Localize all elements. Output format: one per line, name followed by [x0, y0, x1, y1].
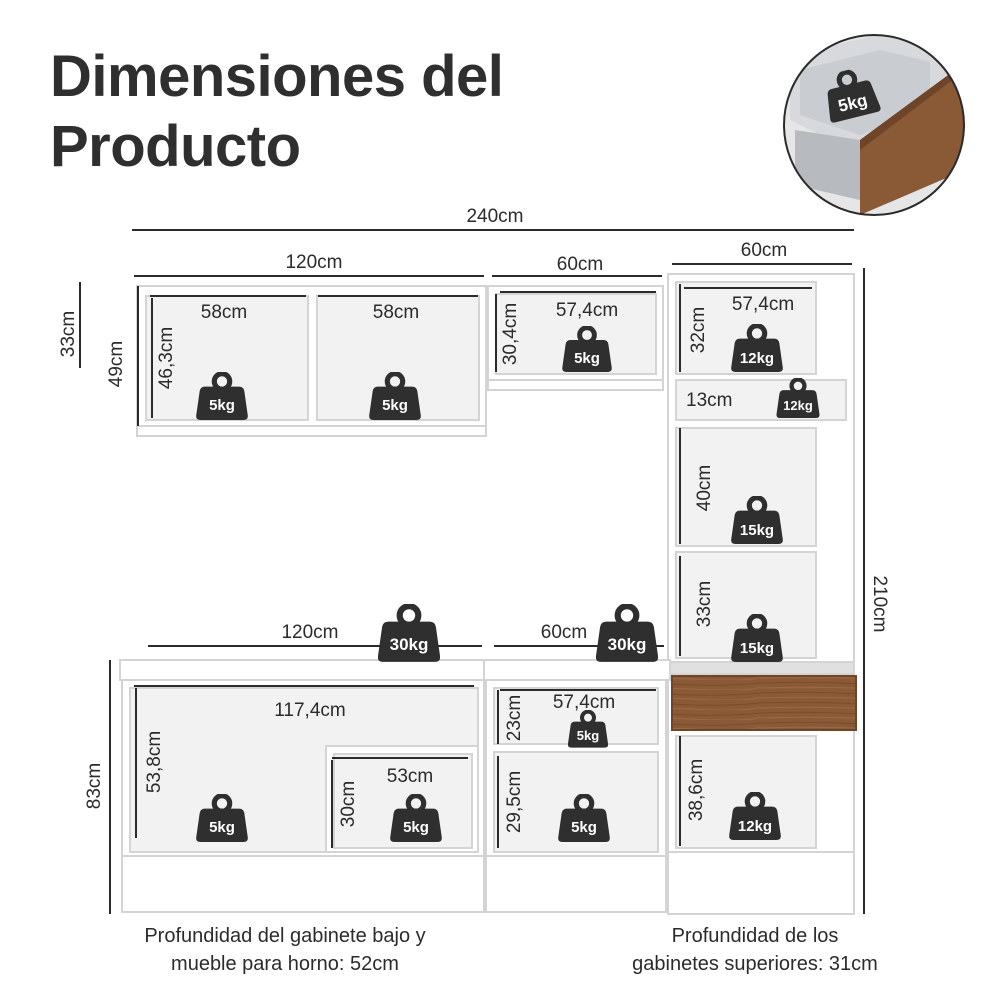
oven-niche-width-label: 53cm	[387, 766, 433, 787]
svg-text:5kg: 5kg	[571, 819, 597, 836]
upper-shelf-a-width-label: 58cm	[201, 302, 247, 323]
base-mid-upper-height-label: 23cm	[504, 695, 525, 741]
furniture-illustration	[119, 273, 857, 915]
weight-icon: 5kg	[568, 712, 608, 748]
total-height-label: 210cm	[869, 575, 890, 632]
svg-text:5kg: 5kg	[209, 819, 235, 836]
upper-mid-inner-height-label: 30,4cm	[500, 303, 521, 365]
base-depth-note-line-2: mueble para horno: 52cm	[171, 953, 399, 975]
tower-top-height-label: 32cm	[688, 307, 709, 353]
base-inner-height-label: 53,8cm	[144, 731, 165, 793]
upper-outer-height-label: 33cm	[58, 311, 79, 357]
base-inner-width-label: 117,4cm	[274, 700, 345, 721]
tower-top-width-label: 57,4cm	[732, 294, 794, 315]
svg-text:5kg: 5kg	[574, 350, 600, 367]
total-width-label: 240cm	[466, 206, 523, 227]
tower-low-height-label: 33cm	[694, 581, 715, 627]
weight-icon: 5kg	[562, 328, 612, 372]
base-width-label: 120cm	[281, 622, 338, 643]
base-depth-note-line-1: Profundidad del gabinete bajo y	[144, 925, 426, 947]
base-mid-inner-width-label: 57,4cm	[553, 692, 615, 713]
upper-depth-note-line-1: Profundidad de los	[671, 925, 839, 947]
upper-left-cabinet	[136, 285, 487, 437]
svg-text:5kg: 5kg	[403, 819, 429, 836]
upper-height-label: 49cm	[106, 341, 127, 387]
svg-text:15kg: 15kg	[740, 522, 774, 539]
dimension-lines	[79, 229, 865, 914]
weight-icon: 5kg	[369, 374, 421, 420]
svg-text:12kg: 12kg	[783, 398, 813, 413]
upper-inner-height-label: 46,3cm	[156, 327, 177, 389]
svg-text:5kg: 5kg	[209, 397, 235, 414]
upper-mid-inner-width-label: 57,4cm	[556, 300, 618, 321]
svg-text:15kg: 15kg	[740, 640, 774, 657]
weight-icon: 15kg	[731, 498, 783, 544]
weight-icon: 5kg	[558, 796, 610, 842]
svg-text:5kg: 5kg	[577, 728, 599, 743]
svg-text:12kg: 12kg	[738, 818, 772, 835]
weight-icon: 12kg	[729, 794, 781, 840]
upper-depth-note-line-2: gabinetes superiores: 31cm	[632, 953, 878, 975]
base-depth-note: Profundidad del gabinete bajo y mueble p…	[100, 922, 470, 978]
dimension-labels: 240cm 120cm 60cm 60cm 58cm 58cm 57,4cm 5…	[58, 206, 890, 833]
base-mid-width-label: 60cm	[541, 622, 587, 643]
weight-icon: 15kg	[731, 616, 783, 662]
tower-niche-height-label: 13cm	[686, 390, 732, 411]
upper-mid-width-label: 60cm	[557, 254, 603, 275]
oven-niche-height-label: 30cm	[338, 781, 359, 827]
weight-badges: 5kg 5kg 5kg 12kg 12kg 15kg 15kg 30kg	[196, 326, 819, 842]
upper-shelf-b-width-label: 58cm	[373, 302, 419, 323]
page-title: Dimensiones del Producto	[50, 42, 610, 182]
base-mid-lower-height-label: 29,5cm	[504, 771, 525, 833]
weight-icon: 5kg	[196, 796, 248, 842]
weight-icon: 30kg	[378, 606, 440, 662]
upper-depth-note: Profundidad de los gabinetes superiores:…	[590, 922, 920, 978]
weight-icon: 30kg	[596, 606, 658, 662]
svg-text:5kg: 5kg	[382, 397, 408, 414]
tower-width-label: 60cm	[741, 240, 787, 261]
weight-icon: 12kg	[776, 379, 819, 418]
drawer-front-wood	[860, 70, 964, 215]
page-title-line-2: Producto	[50, 114, 301, 179]
weight-icon: 5kg	[390, 796, 442, 842]
weight-icon: 5kg	[196, 374, 248, 420]
base-height-label: 83cm	[84, 763, 105, 809]
svg-text:30kg: 30kg	[390, 635, 429, 654]
tower-mid-height-label: 40cm	[694, 465, 715, 511]
weight-icon: 5kg	[820, 66, 881, 123]
upper-width-label: 120cm	[285, 252, 342, 273]
svg-text:12kg: 12kg	[740, 350, 774, 367]
weight-icon: 12kg	[731, 326, 783, 372]
svg-text:30kg: 30kg	[608, 635, 647, 654]
page-title-line-1: Dimensiones del	[50, 44, 504, 109]
drawer-inset: 5kg	[783, 34, 965, 216]
tower-base-height-label: 38,6cm	[686, 759, 707, 821]
tower-drawer-front	[671, 675, 857, 731]
